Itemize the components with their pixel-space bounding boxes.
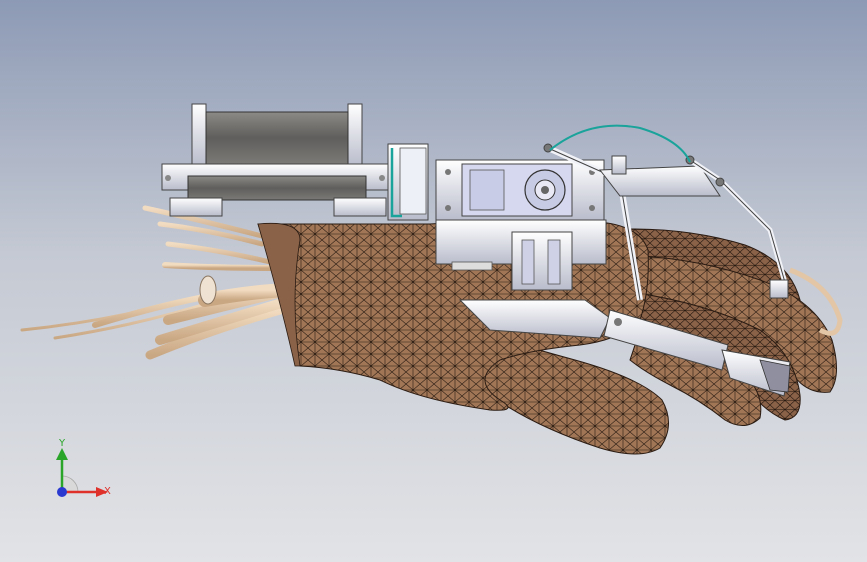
bowden-cable [549,124,691,163]
control-board [387,143,429,221]
axis-triad[interactable]: Y X [40,436,120,516]
glove-cuff [257,222,301,367]
y-axis-label: Y [58,438,66,449]
fingertip-cable [789,267,843,336]
x-axis-label: X [104,486,111,497]
wrist-connector [199,275,217,305]
battery-holder [161,103,391,217]
hand-mount [435,219,607,291]
y-axis-arrow [56,448,68,460]
servo-motor [435,159,605,221]
z-axis-dot [57,487,67,497]
x-axis-arrow [96,487,108,497]
thumb-linkage [458,299,791,397]
wire-bundle [20,205,295,360]
